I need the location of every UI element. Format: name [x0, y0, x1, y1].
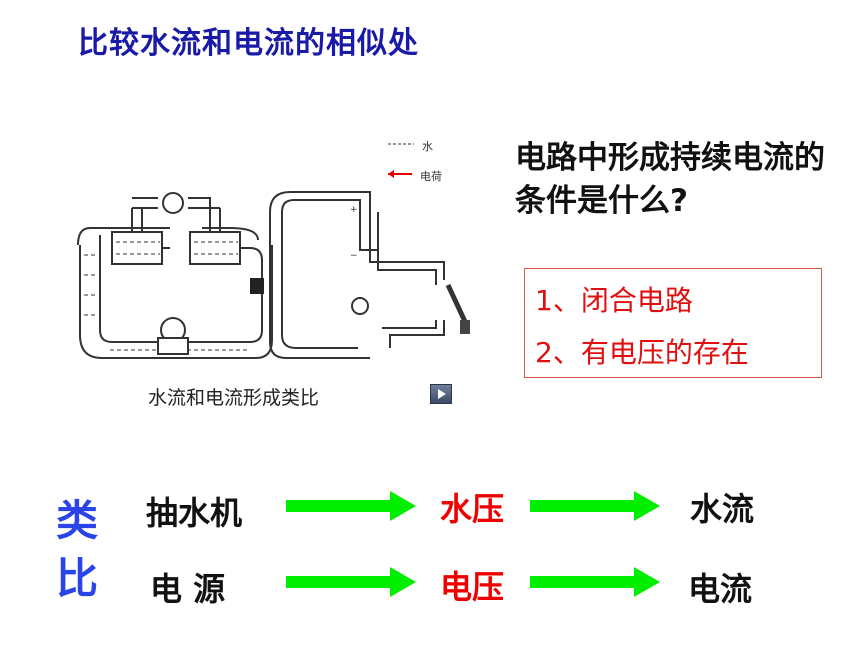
voltage-term: 电压 [440, 568, 505, 606]
green-arrow-icon [530, 567, 660, 597]
electric-circuit [269, 191, 471, 359]
svg-text:−: − [350, 251, 358, 261]
valve-icon [250, 278, 264, 294]
answer-item: 1、闭合电路 [535, 284, 693, 317]
legend-water-label: 水 [422, 140, 433, 153]
figure-caption: 水流和电流形成类比 [148, 387, 320, 409]
analogy-label: 类比 [55, 496, 98, 603]
current-term: 电流 [688, 570, 753, 608]
water-circuit [77, 197, 273, 359]
green-arrow-icon [530, 491, 660, 521]
svg-text:+: + [350, 205, 358, 215]
answer-item: 2、有电压的存在 [535, 336, 749, 369]
green-arrow-icon [286, 567, 416, 597]
play-button[interactable] [430, 384, 452, 404]
power-source-term: 电 源 [150, 570, 226, 608]
water-flow-term: 水流 [690, 490, 755, 528]
pump-term: 抽水机 [146, 494, 243, 532]
question-text: 电路中形成持续电流的条件是什么? [515, 140, 825, 219]
legend-charge-label: 电荷 [420, 170, 442, 183]
answer-box: 1、闭合电路 2、有电压的存在 [524, 268, 822, 378]
green-arrow-icon [286, 491, 416, 521]
analogy-diagram: + − [77, 143, 471, 359]
bulb-icon [351, 297, 369, 315]
water-pressure-term: 水压 [440, 490, 505, 528]
slide-title: 比较水流和电流的相似处 [78, 26, 419, 61]
turbine-icon [162, 192, 184, 214]
